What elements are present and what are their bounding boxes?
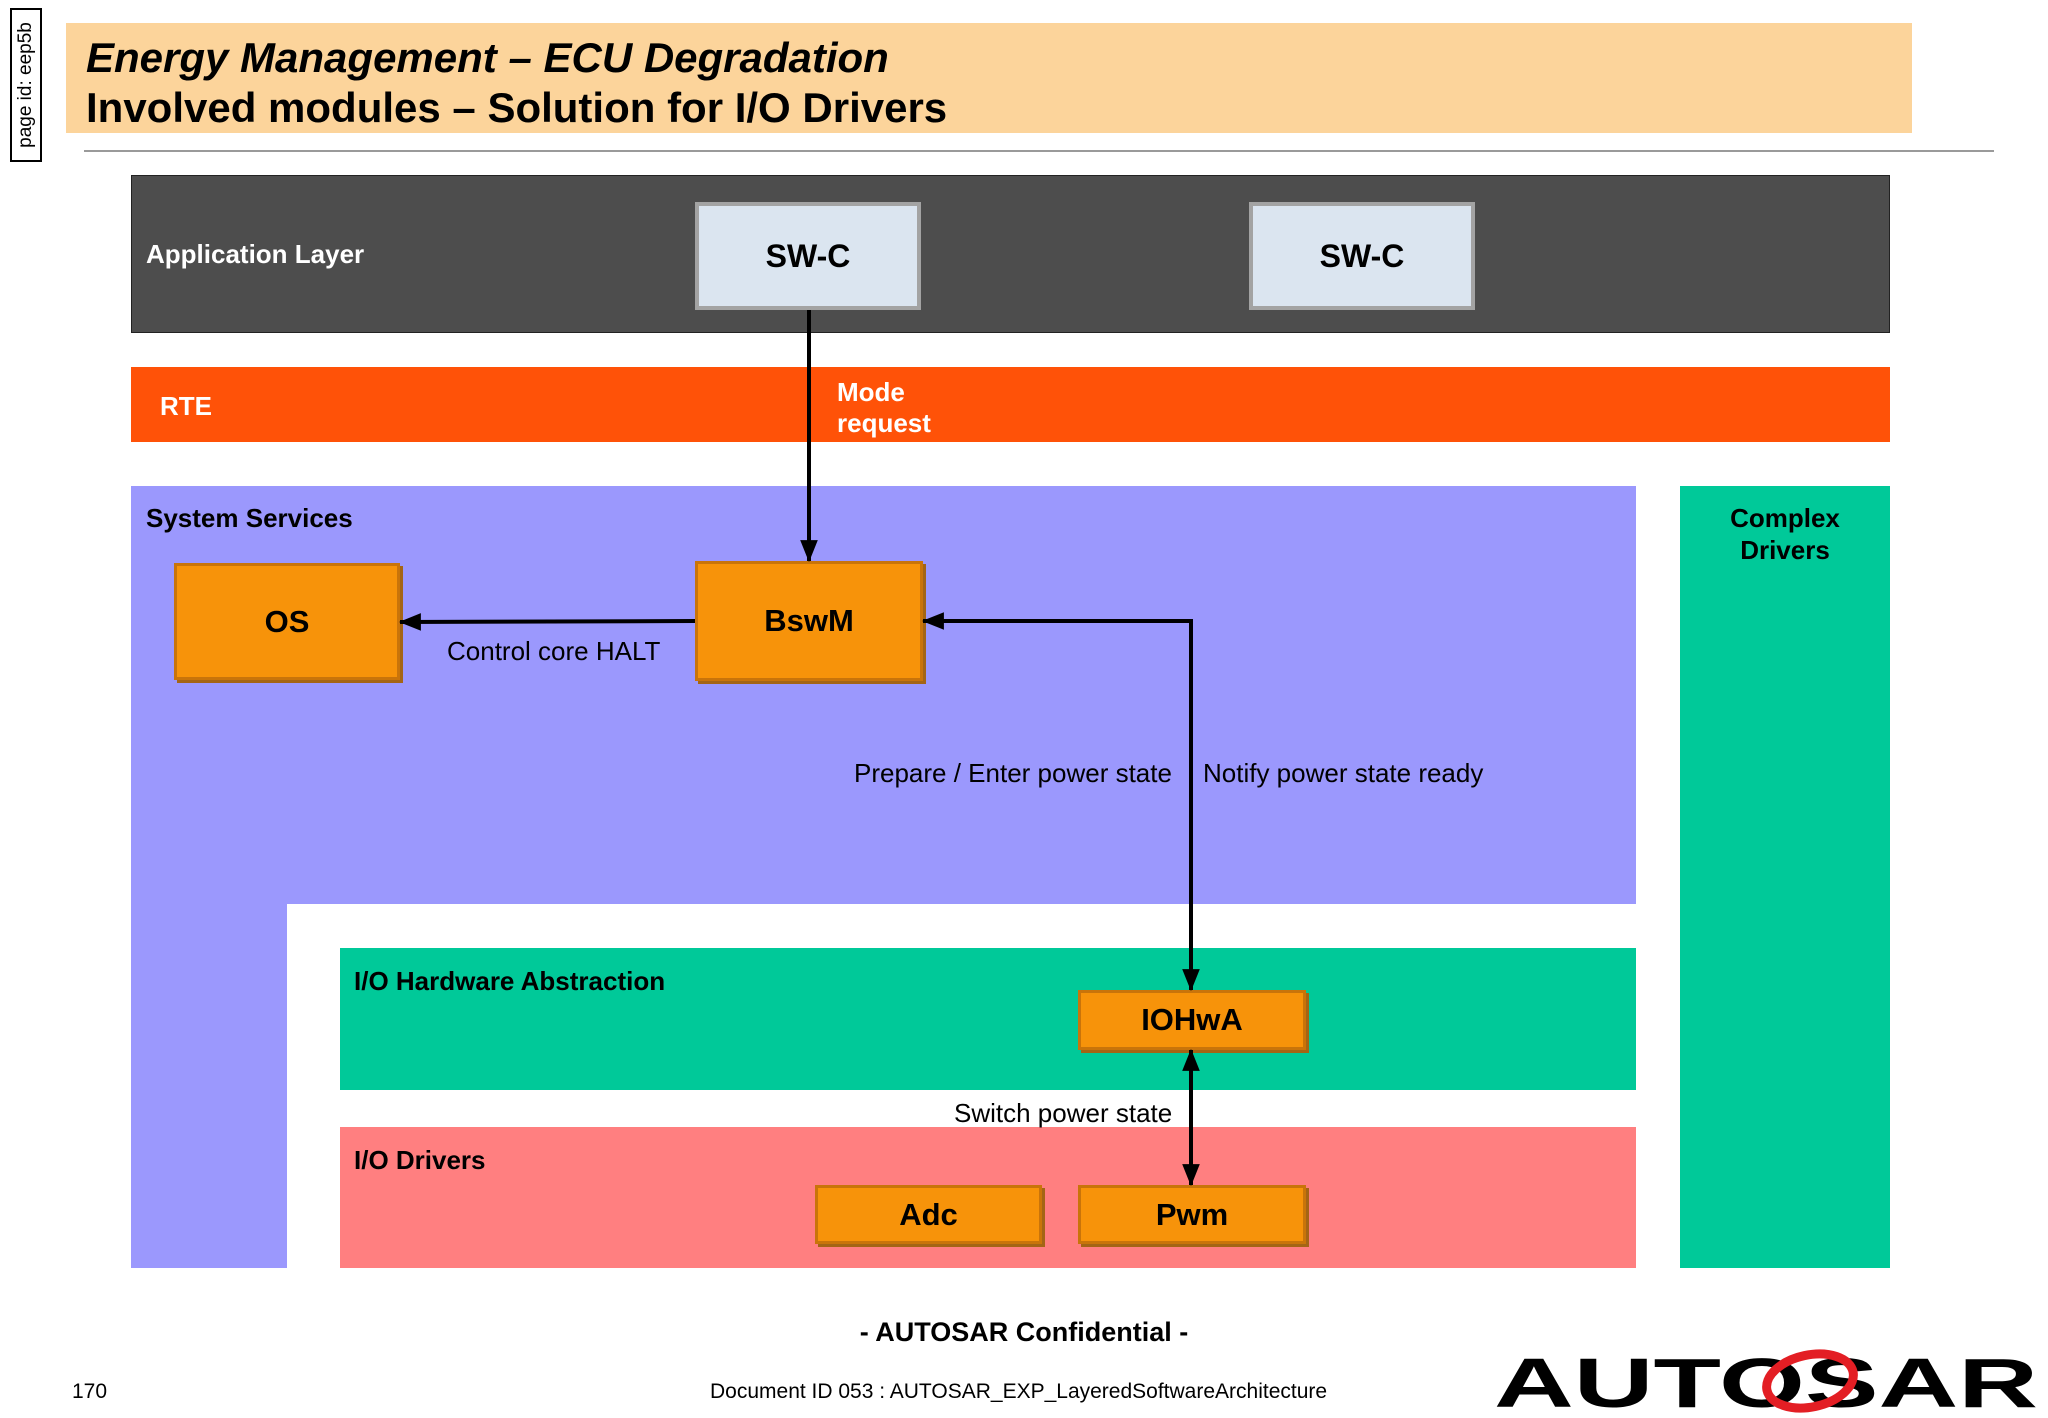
mode-request-label-line1: Mode xyxy=(837,377,905,407)
complex-drivers-layer xyxy=(1680,486,1890,1268)
page-number: 170 xyxy=(72,1380,108,1403)
complex-drivers-label-line1: Complex xyxy=(1730,503,1840,533)
adc-module: Adc xyxy=(815,1185,1042,1244)
page-id-text: page id: eep5b xyxy=(15,22,36,148)
swc-box-2: SW-C xyxy=(1249,202,1475,310)
application-layer-label: Application Layer xyxy=(146,239,365,269)
system-services-layer xyxy=(131,486,1636,904)
complex-drivers-label-line2: Drivers xyxy=(1740,535,1830,565)
bswm-module: BswM xyxy=(695,561,923,681)
notify-power-state-ready-label: Notify power state ready xyxy=(1203,758,1484,788)
pwm-module: Pwm xyxy=(1078,1185,1306,1244)
io-drivers-label: I/O Drivers xyxy=(354,1145,486,1175)
os-module: OS xyxy=(174,563,400,680)
system-services-layer-extension xyxy=(131,904,287,1268)
prepare-enter-power-state-label: Prepare / Enter power state xyxy=(854,758,1172,788)
page-subtitle: Involved modules – Solution for I/O Driv… xyxy=(86,84,948,131)
swc-box-1: SW-C xyxy=(695,202,921,310)
rte-label: RTE xyxy=(160,391,212,421)
title-divider xyxy=(84,150,1994,152)
title-band xyxy=(66,23,1912,133)
page-id-tag: page id: eep5b xyxy=(10,8,42,162)
rte-layer xyxy=(131,367,1890,442)
iohwa-module: IOHwA xyxy=(1078,990,1306,1050)
confidential-notice: - AUTOSAR Confidential - xyxy=(859,1317,1189,1347)
io-hardware-abstraction-label: I/O Hardware Abstraction xyxy=(354,966,666,996)
document-id: Document ID 053 : AUTOSAR_EXP_LayeredSof… xyxy=(710,1380,1328,1403)
system-services-label: System Services xyxy=(146,503,353,533)
control-core-halt-label: Control core HALT xyxy=(447,636,661,666)
autosar-logo: AUTOSAR xyxy=(1494,1345,2038,1415)
page-title: Energy Management – ECU Degradation xyxy=(86,34,889,81)
application-layer xyxy=(131,175,1890,333)
mode-request-label-line2: request xyxy=(837,408,931,438)
switch-power-state-label: Switch power state xyxy=(954,1098,1173,1128)
